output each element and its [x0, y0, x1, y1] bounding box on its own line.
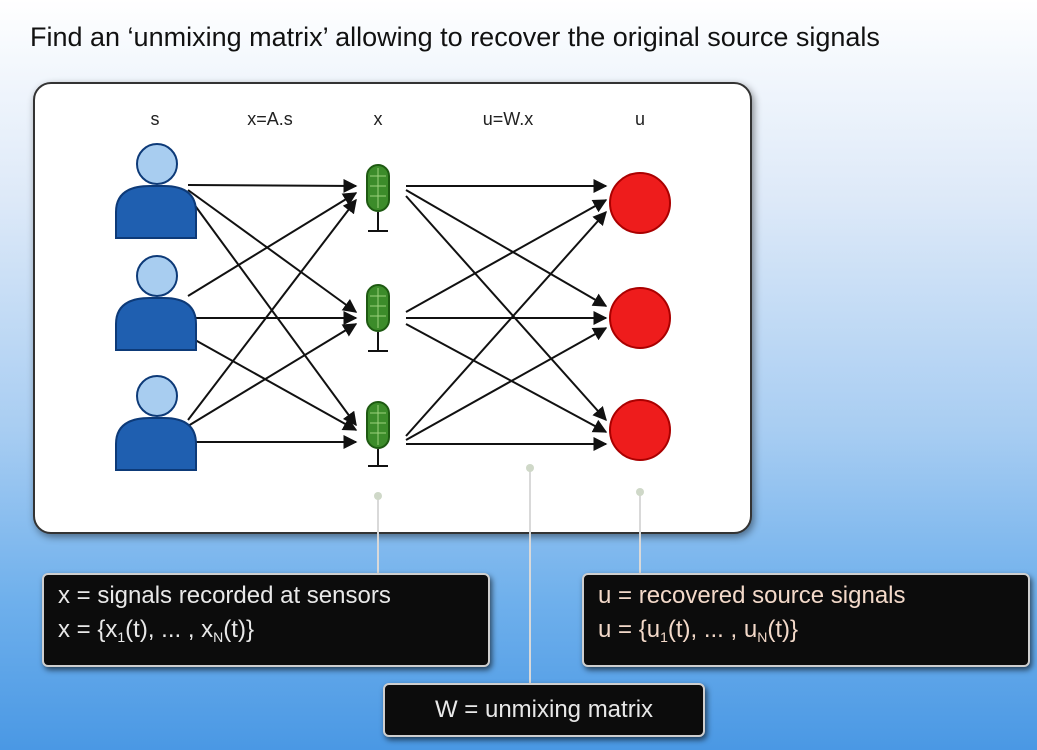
person-head	[136, 375, 178, 417]
connector-dot-sensors	[374, 492, 382, 500]
arrow-x1-u2	[405, 189, 608, 307]
sensors-callout-line2: x = {x1(t), ... , xN(t)}	[58, 616, 254, 645]
arrow-s3-x2	[187, 323, 358, 427]
source-person-2	[115, 255, 197, 351]
arrow-x2-u1	[405, 199, 608, 313]
sensors-callout-line1: x = signals recorded at sensors	[58, 582, 391, 609]
recovered-callout-line2: u = {u1(t), ... , uN(t)}	[598, 616, 798, 645]
arrow-x1-u3	[405, 195, 607, 422]
page-title: Find an ‘unmixing matrix’ allowing to re…	[30, 22, 880, 52]
source-person-1	[115, 143, 197, 239]
source-person-3	[115, 375, 197, 471]
recovered-signal-3	[609, 399, 671, 461]
unmixing-arrows	[405, 179, 608, 451]
label-x: x	[374, 109, 383, 129]
recovered-callout: u = recovered source signals u = {u1(t),…	[582, 573, 1030, 667]
recovered-signal-1	[609, 172, 671, 234]
microphone-3-icon	[366, 401, 390, 467]
sensors-callout: x = signals recorded at sensors x = {x1(…	[42, 573, 490, 667]
label-u: u	[635, 109, 645, 129]
recovered-signal-2	[609, 287, 671, 349]
microphone-1-icon	[366, 164, 390, 232]
matrix-callout-line1: W = unmixing matrix	[434, 696, 654, 723]
person-head	[136, 255, 178, 297]
label-mixing: x=A.s	[247, 109, 293, 129]
person-body	[115, 417, 197, 471]
connector-dot-matrix	[526, 464, 534, 472]
arrow-s3-x1	[187, 198, 357, 421]
recovered-callout-line1: u = recovered source signals	[598, 582, 906, 609]
arrow-x2-u3	[405, 323, 608, 433]
arrow-s1-x1	[187, 178, 358, 193]
callout-connectors	[377, 468, 641, 683]
person-body	[115, 297, 197, 351]
arrow-s2-x1	[187, 192, 358, 297]
matrix-callout: W = unmixing matrix	[383, 683, 705, 737]
arrow-x3-u2	[405, 327, 608, 441]
label-s: s	[151, 109, 160, 129]
arrow-s1-x2	[187, 189, 358, 313]
person-body	[115, 185, 197, 239]
person-head	[136, 143, 178, 185]
label-unmixing: u=W.x	[483, 109, 534, 129]
connector-dot-recovered	[636, 488, 644, 496]
arrow-s2-x3	[187, 335, 358, 431]
microphone-2-icon	[366, 284, 390, 352]
arrow-x3-u1	[405, 210, 607, 437]
mixing-arrows	[187, 178, 358, 449]
